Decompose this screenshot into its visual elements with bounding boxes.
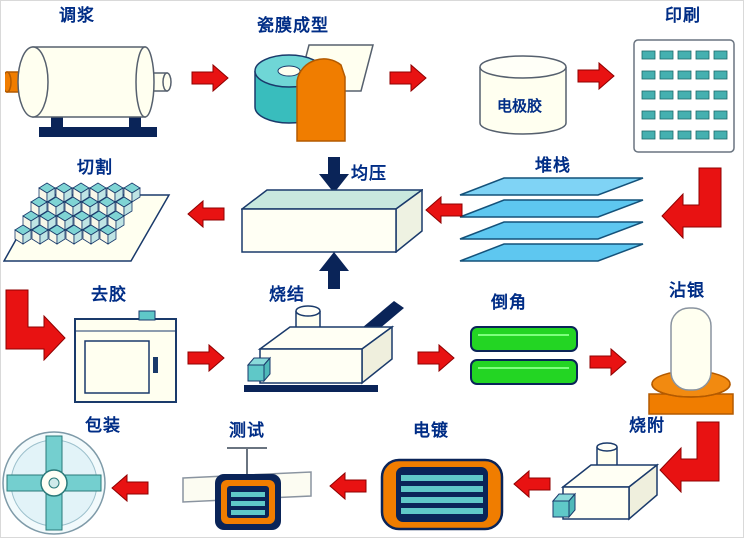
label-printing: 印刷 [665, 6, 701, 26]
sintering-kiln-graphic [244, 299, 406, 411]
paste-cylinder-graphic [477, 53, 569, 139]
arrow-cutting-to-binder-removal [5, 289, 66, 361]
debinding-oven-graphic [73, 307, 178, 404]
label-testing: 测试 [229, 421, 265, 441]
label-silver-firing: 烧附 [629, 416, 665, 436]
label-binder-removal: 去胶 [91, 285, 127, 305]
arrow-pressing-to-cutting [187, 199, 225, 229]
stack-sheets-graphic [459, 177, 644, 265]
label-pressing: 均压 [351, 164, 387, 184]
label-plating: 电镀 [413, 421, 449, 441]
arrow-tapecasting-to-paste [389, 63, 427, 93]
label-stacking: 堆栈 [535, 156, 571, 176]
arrow-sintering-to-chamfering [417, 343, 455, 373]
arrow-silver-dipping-to-firing [659, 421, 721, 493]
label-chamfering: 倒角 [491, 293, 527, 313]
press-down-arrow-icon [319, 157, 349, 193]
arrow-paste-to-printing [577, 61, 615, 91]
test-fixture-graphic [181, 444, 313, 536]
label-tape-casting: 瓷膜成型 [257, 16, 329, 36]
arrow-printing-to-stacking [661, 167, 723, 239]
arrow-firing-to-plating [513, 469, 551, 499]
plated-chip-graphic [379, 451, 505, 536]
label-slurry: 调浆 [59, 6, 95, 26]
press-box-graphic [241, 189, 423, 253]
arrow-chamfering-to-silver-dipping [589, 347, 627, 377]
print-grid-graphic [633, 39, 735, 153]
arrow-binder-removal-to-sintering [187, 343, 225, 373]
arrow-testing-to-packaging [111, 473, 149, 503]
firing-kiln-graphic [551, 439, 661, 536]
silver-dip-graphic [645, 304, 737, 416]
label-silver-dipping: 沾银 [669, 281, 705, 301]
cut-sheet-graphic [3, 181, 171, 263]
ball-mill-graphic [5, 31, 177, 143]
chamfer-blocks-graphic [469, 323, 581, 391]
arrow-stacking-to-pressing [425, 195, 463, 225]
arrow-slurry-to-tapecasting [191, 63, 229, 93]
tape-casting-graphic [249, 41, 377, 146]
label-packaging: 包装 [85, 416, 121, 436]
packing-reel-graphic [1, 429, 107, 537]
arrow-plating-to-testing [329, 471, 367, 501]
label-cutting: 切割 [77, 158, 113, 178]
label-sintering: 烧结 [269, 285, 305, 305]
press-up-arrow-icon [319, 251, 349, 289]
label-electrode-paste: 电极胶 [497, 97, 543, 115]
